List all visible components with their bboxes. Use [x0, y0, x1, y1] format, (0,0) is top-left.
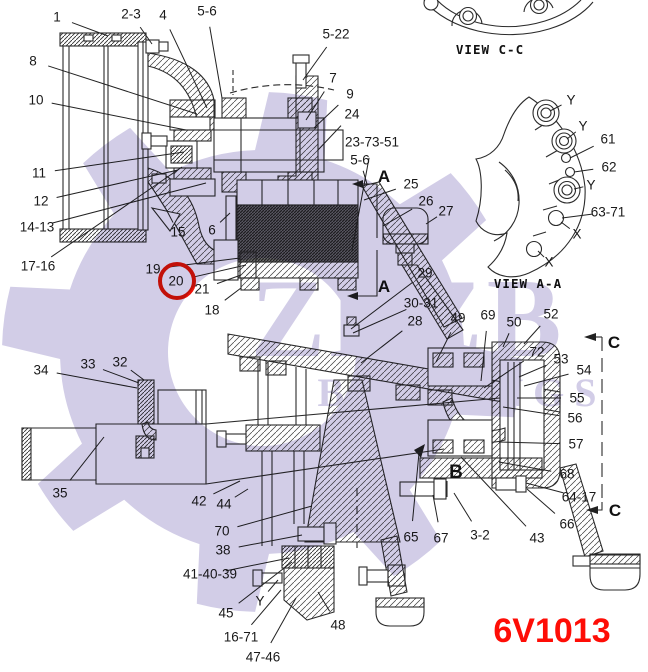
callout-Y: Y: [566, 93, 575, 108]
callout-52: 52: [543, 307, 558, 322]
leader-61: [569, 145, 594, 159]
callout-5-6: 5-6: [197, 4, 217, 19]
leader-X: [560, 221, 571, 230]
callout-X: X: [544, 255, 553, 270]
leader-1: [71, 22, 109, 37]
callout-55: 55: [569, 391, 584, 406]
callout-50: 50: [506, 315, 521, 330]
view-cc-title: VIEW C-C: [456, 42, 524, 57]
callout-1: 1: [53, 10, 61, 25]
callout-63-71: 63-71: [591, 205, 626, 220]
callout-25: 25: [403, 177, 418, 192]
view-aa-title: VIEW A-A: [494, 276, 562, 291]
leader-68: [498, 461, 552, 472]
callout-21: 21: [194, 282, 209, 297]
callout-47-46: 47-46: [246, 650, 281, 665]
section-letter-b: B: [449, 462, 463, 483]
section-letter-c-bottom: C: [609, 501, 621, 520]
callout-2-3: 2-3: [121, 7, 141, 22]
callout-8: 8: [29, 54, 37, 69]
section-letter-a-top: A: [378, 167, 390, 186]
callout-Y: Y: [578, 119, 587, 134]
leader-10: [51, 102, 187, 131]
view-aa-drawing: [475, 96, 586, 278]
gear-watermark-icon: [2, 92, 522, 612]
callout-43: 43: [529, 531, 544, 546]
section-letter-c-top: C: [608, 333, 620, 352]
leader-47-46: [270, 597, 297, 644]
leader-54: [523, 373, 569, 387]
callout-12: 12: [33, 194, 48, 209]
callout-11: 11: [32, 166, 46, 181]
leader-66: [526, 488, 556, 514]
callout-53: 53: [553, 352, 568, 367]
leader-X: [537, 250, 545, 258]
callout-54: 54: [576, 363, 592, 378]
mounting-foot-right: [572, 553, 641, 591]
leader-16-71: [250, 589, 282, 626]
leader-62: [573, 168, 594, 173]
leader-67: [432, 494, 439, 523]
callout-9: 9: [346, 87, 354, 102]
section-c-arrow-icon: [584, 333, 596, 341]
callout-5-6: 5-6: [350, 153, 370, 168]
callout-17-16: 17-16: [21, 259, 56, 274]
callout-64-17: 64-17: [562, 490, 597, 505]
leader-Y: [549, 104, 562, 112]
leader-63-71: [561, 213, 593, 219]
leader-48: [317, 591, 331, 612]
callout-7: 7: [329, 71, 337, 86]
leader-5-6: [209, 26, 223, 99]
leader-3-2: [453, 492, 473, 522]
callout-68: 68: [559, 467, 574, 482]
watermark-text-line1: ZLZB: [251, 257, 566, 381]
leader-5-22: [302, 46, 328, 81]
callout-34: 34: [33, 363, 49, 378]
leader-53: [518, 364, 547, 378]
callout-23-73-51: 23-73-51: [345, 135, 399, 150]
watermark: ZLZB BEARINGS: [2, 92, 607, 612]
leader-50: [502, 333, 510, 348]
callout-69: 69: [480, 308, 495, 323]
callout-Y: Y: [255, 594, 264, 609]
part-number: 6V1013: [493, 612, 610, 650]
callout-Y: Y: [586, 178, 595, 193]
leader-Y: [566, 131, 577, 140]
callout-5-22: 5-22: [322, 27, 349, 42]
leader-21: [216, 274, 242, 285]
leader-Y: [267, 579, 279, 592]
leader-52: [523, 325, 541, 345]
callout-61: 61: [600, 132, 615, 147]
callout-72: 72: [529, 345, 544, 360]
section-c-arrow-icon: [586, 506, 598, 514]
callout-66: 66: [559, 517, 574, 532]
leader-Y: [573, 186, 584, 190]
callout-4: 4: [159, 8, 167, 23]
callout-16-71: 16-71: [224, 630, 259, 645]
callout-57: 57: [568, 437, 583, 452]
callout-3-2: 3-2: [470, 528, 490, 543]
leader-2-3: [139, 26, 153, 45]
leader-43: [460, 456, 527, 527]
leader-8: [48, 65, 198, 115]
leader-4: [169, 29, 208, 109]
callout-48: 48: [330, 618, 345, 633]
watermark-text-line2: BEARINGS: [318, 370, 607, 415]
callout-62: 62: [601, 160, 616, 175]
view-cc-drawing: [423, 0, 594, 36]
leader-57: [498, 441, 561, 445]
callout-14-13: 14-13: [20, 220, 55, 235]
callout-56: 56: [567, 411, 582, 426]
callout-18: 18: [204, 303, 219, 318]
callout-X: X: [572, 227, 581, 242]
leader-64-17: [525, 482, 564, 494]
leader-18: [224, 287, 242, 301]
callout-24: 24: [344, 107, 360, 122]
callout-10: 10: [28, 93, 43, 108]
